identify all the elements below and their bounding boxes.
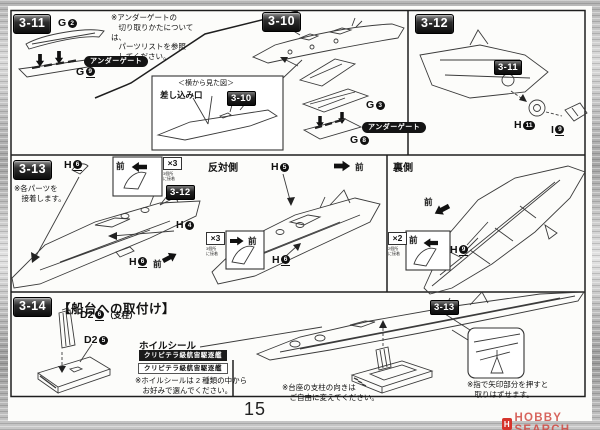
front-label: 前 — [248, 236, 257, 246]
part-letter: I — [551, 124, 554, 136]
part-number: 11 — [523, 120, 536, 130]
part-number: 4 — [185, 220, 195, 230]
step-label-3-14: 3-14 — [13, 297, 53, 317]
remove-note: ※指で矢印部分を押すと 取りはずせます。 — [467, 380, 549, 399]
undergate-note: ※アンダーゲートの 切り取りかたについては、 パーツリストを参照 してください。 — [111, 13, 194, 61]
part-suffix: （支柱） — [105, 310, 138, 320]
inset-title: ＜横から見た図＞ — [178, 80, 234, 87]
part-letter: G — [58, 17, 67, 29]
step-label-3-10: 3-10 — [262, 12, 302, 32]
part-letter: G — [350, 134, 359, 146]
part-number: 5 — [98, 335, 108, 345]
part-number: 9 — [85, 66, 95, 76]
undergate-pill-center: アンダーゲート — [362, 122, 427, 133]
foil-seal-title: ホイルシール — [139, 341, 197, 352]
hobby-search-watermark: H HOBBY SEARCH — [502, 412, 600, 430]
stand-attachment-title: 【船台への取付け】 — [58, 302, 176, 316]
part-letter: D2 — [84, 334, 98, 346]
part-number: 9 — [459, 244, 469, 254]
ref-label-3-11: 3-11 — [494, 60, 523, 75]
part-number: 6 — [138, 256, 148, 266]
front-label: 前 — [153, 259, 162, 269]
part-number: 2 — [67, 18, 77, 28]
part-number: 6 — [73, 159, 83, 169]
quantity-x3-box: ×3 — [163, 157, 182, 170]
part-letter: G — [366, 99, 375, 111]
quantity-x3-note: 3個所 に接着 — [163, 171, 175, 182]
front-label: 前 — [424, 197, 433, 207]
seal-option-dark: クリピテラ級航宙駆逐艦 — [139, 350, 228, 361]
seal-choice-note: ※ホイルシールは 2 種類の中から お好みで選んでください。 — [135, 376, 248, 395]
part-letter: H — [176, 219, 184, 231]
opposite-side-title: 反対側 — [208, 163, 238, 174]
page-number: 15 — [244, 399, 267, 419]
back-side-title: 裏側 — [393, 163, 413, 174]
part-number: 9 — [555, 124, 565, 134]
step-label-3-11: 3-11 — [13, 14, 52, 34]
quantity-x2-note: 2個所 に接着 — [388, 246, 400, 257]
part-number: 5 — [280, 162, 290, 172]
part-letter: H — [64, 159, 72, 171]
ref-label-3-13: 3-13 — [430, 300, 459, 315]
ref-label-3-10: 3-10 — [227, 91, 256, 106]
part-letter: H — [271, 161, 279, 173]
front-label: 前 — [355, 162, 364, 172]
part-letter: H — [272, 254, 280, 266]
insertion-port-label: 差し込み口 — [160, 90, 203, 100]
step-label-3-13: 3-13 — [13, 160, 53, 180]
part-number: 8 — [359, 135, 369, 145]
part-letter: H — [514, 119, 522, 131]
hobby-search-logo-icon: H — [502, 418, 512, 430]
part-letter: G — [76, 66, 85, 78]
part-number: 3 — [375, 100, 385, 110]
quantity-x3-note: 3個所 に接着 — [206, 246, 218, 257]
part-letter: H — [129, 256, 137, 268]
part-number: 6 — [281, 254, 291, 264]
glue-note: ※各パーツを 接着します。 — [14, 184, 66, 203]
seal-option-light: クリピテラ級航宙駆逐艦 — [138, 363, 229, 374]
front-label: 前 — [409, 235, 418, 245]
part-letter: H — [450, 244, 458, 256]
part-letter: D2 — [80, 309, 94, 321]
quantity-x2-box: ×2 — [388, 232, 407, 245]
ref-label-3-12: 3-12 — [166, 185, 195, 200]
step-label-3-12: 3-12 — [415, 14, 455, 34]
front-label: 前 — [116, 161, 125, 171]
part-number: 6 — [94, 309, 104, 319]
undergate-pill-left: アンダーゲート — [84, 56, 149, 67]
hobby-search-text: HOBBY SEARCH — [514, 412, 571, 430]
quantity-x3-box: ×3 — [206, 232, 225, 245]
pedestal-note: ※台座の支柱の向きは ご自由に変えてください。 — [282, 383, 379, 402]
